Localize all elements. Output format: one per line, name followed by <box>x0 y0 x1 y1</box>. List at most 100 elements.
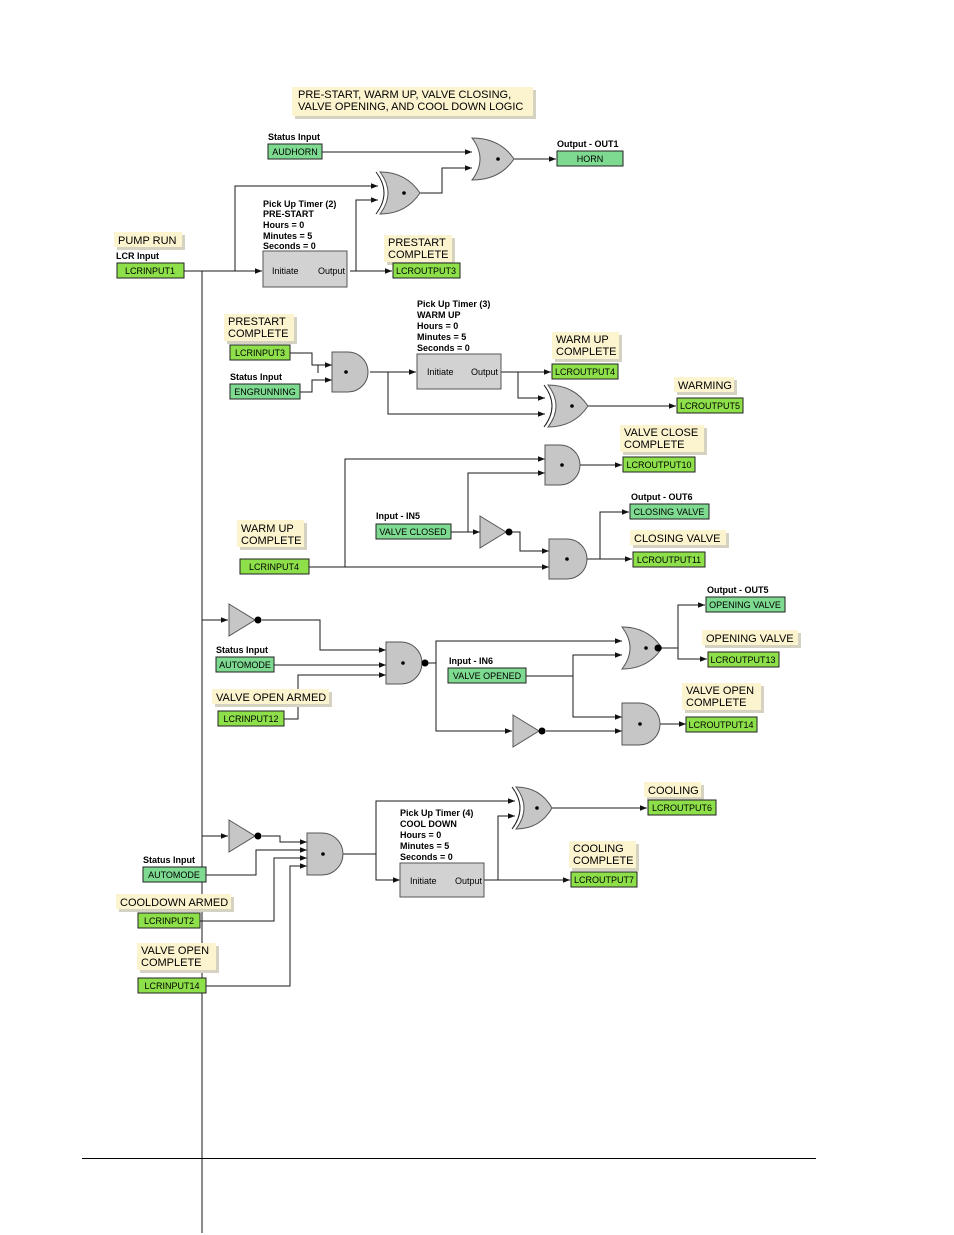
tag-label: LCROUTPUT6 <box>652 803 712 813</box>
tag-lcrinput3: LCRINPUT3 <box>229 344 291 361</box>
not-gate <box>228 819 262 853</box>
note-text: CLOSING VALVE <box>634 533 720 545</box>
and-gate <box>385 641 429 685</box>
tag-automode: AUTOMODE <box>142 866 207 883</box>
tag-lcrinput2: LCRINPUT2 <box>137 912 201 929</box>
timer-seconds: Seconds = 0 <box>400 852 453 862</box>
not-gate <box>512 714 546 748</box>
and-gate <box>621 702 661 746</box>
tag-label: LCROUTPUT11 <box>637 555 701 565</box>
or-gate <box>620 626 663 670</box>
gates <box>228 137 663 876</box>
note-text: COMPLETE <box>686 697 747 709</box>
tag-lcroutput14: LCROUTPUT14 <box>685 716 758 733</box>
and-gate <box>306 832 344 876</box>
and-gate <box>548 538 588 580</box>
title-line-2: VALVE OPENING, AND COOL DOWN LOGIC <box>298 101 523 113</box>
title-line-1: PRE-START, WARM UP, VALVE CLOSING, <box>298 89 511 101</box>
note-text: VALVE OPEN <box>141 945 209 957</box>
tag-engrunning: ENGRUNNING <box>229 383 301 400</box>
note-text: COMPLETE <box>141 957 202 969</box>
tag-label: LCROUTPUT7 <box>574 875 634 885</box>
output-out1-caption: Output - OUT1 <box>557 139 619 149</box>
tag-label: CLOSING VALVE <box>634 507 705 517</box>
note-prestart-complete-out: PRESTART COMPLETE <box>384 235 455 265</box>
timer-output-label: Output <box>471 367 499 377</box>
timer-seconds: Seconds = 0 <box>417 343 470 353</box>
tag-lcroutput7: LCROUTPUT7 <box>570 871 638 888</box>
not-gate <box>479 515 513 549</box>
tag-label: ENGRUNNING <box>234 387 296 397</box>
note-text: PRESTART <box>228 316 286 328</box>
tag-label: LCRINPUT3 <box>235 348 285 358</box>
timer-minutes: Minutes = 5 <box>400 841 449 851</box>
tag-label: LCROUTPUT5 <box>680 401 740 411</box>
tag-label: LCRINPUT4 <box>249 562 299 572</box>
note-warm-up-complete-out: WARM UP COMPLETE <box>552 332 622 362</box>
tag-label: LCROUTPUT3 <box>396 266 456 276</box>
timer-minutes: Minutes = 5 <box>417 332 466 342</box>
timer-title: Pick Up Timer (2) <box>263 199 336 209</box>
tag-lcrinput12: LCRINPUT12 <box>217 710 285 727</box>
note-text: COMPLETE <box>573 855 634 867</box>
tag-label: HORN <box>577 154 604 164</box>
input-in6-caption: Input - IN6 <box>449 656 493 666</box>
note-cooling-complete: COOLING COMPLETE <box>569 841 639 871</box>
timer-seconds: Seconds = 0 <box>263 241 316 251</box>
xor-gate <box>543 384 589 428</box>
timer-name: PRE-START <box>263 209 314 219</box>
timer-minutes: Minutes = 5 <box>263 231 312 241</box>
tag-audhorn: AUDHORN <box>267 143 323 160</box>
and-gate <box>331 351 369 393</box>
status-input-caption: Status Input <box>230 372 282 382</box>
timer-title: Pick Up Timer (4) <box>400 808 473 818</box>
note-valve-open-complete-in: VALVE OPEN COMPLETE <box>137 943 219 973</box>
timer-hours: Hours = 0 <box>400 830 441 840</box>
tag-valve-opened: VALVE OPENED <box>447 667 527 684</box>
note-text: VALVE CLOSE <box>624 427 698 439</box>
output-out5-caption: Output - OUT5 <box>707 585 769 595</box>
tag-automode: AUTOMODE <box>215 656 275 673</box>
note-opening-valve: OPENING VALVE <box>702 630 801 648</box>
note-valve-open-armed: VALVE OPEN ARMED <box>212 689 332 707</box>
tag-label: LCRINPUT12 <box>223 714 278 724</box>
note-text: WARM UP <box>556 334 609 346</box>
status-input-caption: Status Input <box>216 645 268 655</box>
note-warming: WARMING <box>674 377 737 395</box>
timer-output-label: Output <box>318 266 346 276</box>
note-warm-up-complete-in: WARM UP COMPLETE <box>237 520 307 550</box>
tag-closing-valve: CLOSING VALVE <box>629 503 710 520</box>
timer-hours: Hours = 0 <box>263 220 304 230</box>
status-input-caption: Status Input <box>143 855 195 865</box>
note-valve-close-complete: VALVE CLOSE COMPLETE <box>620 425 707 455</box>
tag-label: AUDHORN <box>272 147 318 157</box>
or-gate <box>470 137 515 181</box>
tag-label: LCROUTPUT10 <box>626 460 691 470</box>
not-gate <box>228 603 262 637</box>
timer-output-label: Output <box>455 876 483 886</box>
timer-initiate-label: Initiate <box>427 367 454 377</box>
timer-initiate-label: Initiate <box>272 266 299 276</box>
note-text: PRESTART <box>388 237 446 249</box>
note-text: COMPLETE <box>228 328 289 340</box>
note-text: COOLING <box>648 785 699 797</box>
timer-2: Initiate Output Pick Up Timer (2) PRE-ST… <box>262 199 348 288</box>
tag-lcrinput1: LCRINPUT1 <box>116 262 185 279</box>
tag-lcrinput4: LCRINPUT4 <box>239 558 310 575</box>
tag-label: LCRINPUT2 <box>144 916 194 926</box>
note-cooling: COOLING <box>644 782 704 800</box>
note-text: VALVE OPEN <box>686 685 754 697</box>
tag-label: AUTOMODE <box>148 870 200 880</box>
tag-label: AUTOMODE <box>219 660 271 670</box>
timer-3: Initiate Output Pick Up Timer (3) WARM U… <box>416 299 502 390</box>
note-text: COOLING <box>573 843 624 855</box>
note-valve-open-complete-out: VALVE OPEN COMPLETE <box>682 683 764 713</box>
timer-4: Initiate Output Pick Up Timer (4) COOL D… <box>399 808 485 898</box>
tag-lcroutput4: LCROUTPUT4 <box>551 363 619 380</box>
tag-label: LCRINPUT14 <box>144 981 199 991</box>
tag-lcroutput13: LCROUTPUT13 <box>707 651 780 668</box>
note-cooldown-armed: COOLDOWN ARMED <box>116 894 234 912</box>
timer-name: COOL DOWN <box>400 819 457 829</box>
note-text: WARMING <box>678 380 732 392</box>
